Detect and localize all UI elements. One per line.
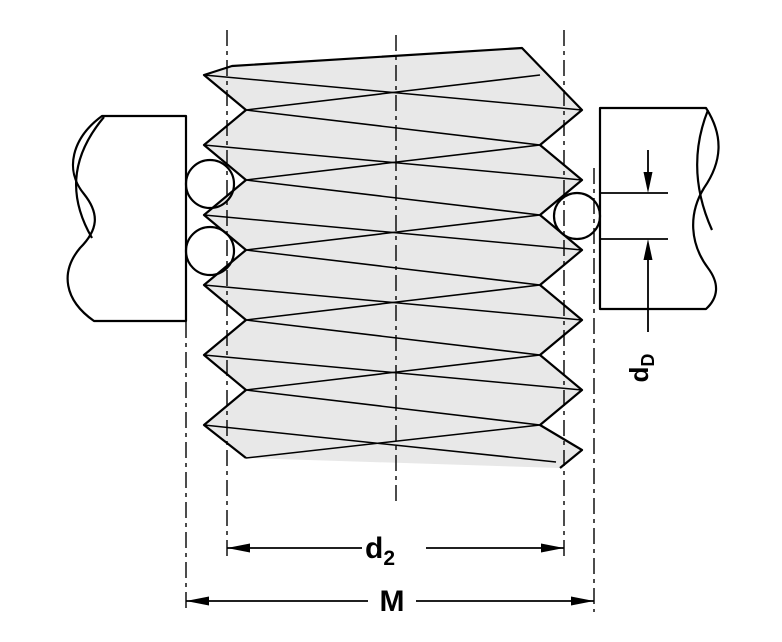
- measuring-wire-left-bottom: [184, 225, 236, 277]
- screw-thread: [202, 46, 584, 469]
- dimension-M: M: [186, 585, 594, 618]
- left-anvil: [66, 114, 188, 323]
- M-label: M: [380, 585, 405, 618]
- dD-arrowhead-bottom: [643, 239, 653, 260]
- measuring-wire-left-top: [184, 158, 236, 210]
- dD-label: dD: [624, 354, 658, 383]
- d2-arrowhead-right: [541, 543, 564, 553]
- left-anvil-break-line: [75, 116, 105, 239]
- right-anvil: [598, 106, 720, 311]
- d2-label: d2: [365, 532, 395, 570]
- M-arrowhead-left: [186, 596, 209, 606]
- M-arrowhead-right: [571, 596, 594, 606]
- dimension-dD: dD: [600, 150, 668, 382]
- right-anvil-break-line: [696, 109, 714, 231]
- left-anvil-body: [66, 114, 188, 323]
- thread-profile-outline: [202, 46, 584, 469]
- dD-arrowhead-top: [643, 172, 653, 193]
- d2-arrowhead-left: [227, 543, 250, 553]
- measuring-wire-right: [552, 191, 602, 241]
- thread-helix-lines: [203, 74, 583, 463]
- measuring-wires: [184, 158, 602, 277]
- right-anvil-body: [598, 106, 720, 311]
- dimension-d2: d2: [227, 532, 564, 570]
- centerlines: [185, 30, 595, 612]
